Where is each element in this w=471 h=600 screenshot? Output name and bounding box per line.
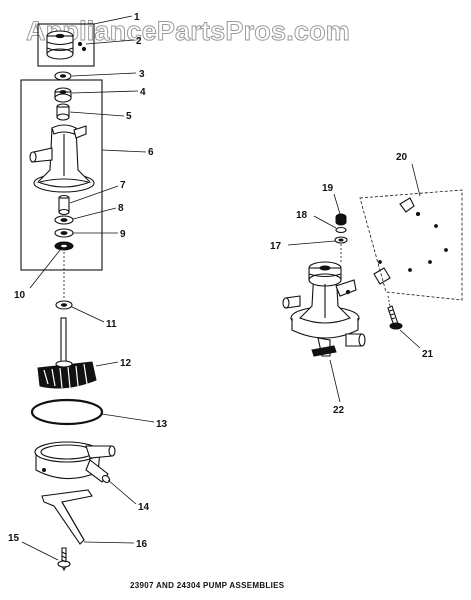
callout-16: 16 bbox=[136, 539, 148, 550]
callout-10: 10 bbox=[14, 290, 26, 301]
part-screw-21[interactable] bbox=[387, 305, 403, 330]
pulley-box bbox=[37, 23, 95, 67]
callout-4: 4 bbox=[140, 87, 146, 98]
callout-3: 3 bbox=[139, 69, 145, 80]
part-lockwasher-18[interactable] bbox=[335, 226, 347, 234]
callout-11: 11 bbox=[106, 319, 117, 330]
callout-1: 1 bbox=[134, 12, 140, 23]
callout-18: 18 bbox=[296, 210, 308, 221]
part-mount-plate-20[interactable] bbox=[359, 189, 463, 301]
part-ring-4[interactable] bbox=[54, 87, 72, 103]
part-assembled-pump-22[interactable] bbox=[282, 261, 366, 357]
part-seal-10[interactable] bbox=[54, 241, 74, 251]
part-pump-housing[interactable] bbox=[29, 124, 95, 193]
part-washer-17[interactable] bbox=[334, 236, 348, 244]
callout-9: 9 bbox=[120, 229, 126, 240]
callout-12: 12 bbox=[120, 358, 132, 369]
callout-6: 6 bbox=[148, 147, 154, 158]
callout-15: 15 bbox=[8, 533, 20, 544]
callout-21: 21 bbox=[422, 349, 434, 360]
part-oring-13[interactable] bbox=[30, 398, 104, 426]
part-washer-3[interactable] bbox=[54, 71, 72, 81]
callout-20: 20 bbox=[396, 152, 408, 163]
part-impeller-12[interactable] bbox=[37, 317, 97, 389]
part-screw-15[interactable] bbox=[57, 547, 71, 572]
part-washer-9[interactable] bbox=[54, 228, 74, 238]
callout-13: 13 bbox=[156, 419, 168, 430]
part-nut-19[interactable] bbox=[335, 213, 347, 226]
callout-19: 19 bbox=[322, 183, 334, 194]
callout-14: 14 bbox=[138, 502, 150, 513]
callout-2: 2 bbox=[136, 36, 142, 47]
pulley-screw bbox=[77, 41, 83, 47]
part-washer-11[interactable] bbox=[55, 300, 73, 310]
callout-17: 17 bbox=[270, 241, 282, 252]
part-pump-base-14[interactable] bbox=[34, 441, 116, 484]
part-bracket-16[interactable] bbox=[41, 489, 93, 545]
watermark-text: AppliancePartsPros.com bbox=[26, 16, 350, 46]
part-pulley-group[interactable] bbox=[37, 23, 95, 67]
callout-8: 8 bbox=[118, 203, 124, 214]
callout-5: 5 bbox=[126, 111, 132, 122]
part-bushing-5[interactable] bbox=[56, 103, 70, 121]
callout-7: 7 bbox=[120, 180, 126, 191]
part-sleeve-7[interactable] bbox=[58, 194, 70, 216]
housing-box bbox=[20, 79, 103, 271]
diagram-caption: 23907 AND 24304 PUMP ASSEMBLIES bbox=[130, 581, 285, 590]
part-washer-8[interactable] bbox=[54, 215, 74, 225]
callout-22: 22 bbox=[333, 405, 345, 416]
